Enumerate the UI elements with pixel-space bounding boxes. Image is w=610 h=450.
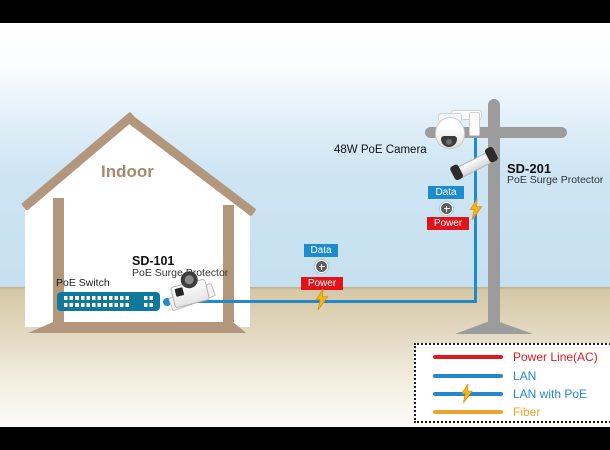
data-badge: Data [304,244,338,257]
lan-line-sample [433,373,503,378]
pole-crossbar [425,127,567,138]
sd101-description: PoE Surge Protector [132,267,229,279]
sd101-model-label: SD-101 [132,254,175,268]
power-badge: Power [301,277,343,290]
letterbox-top [0,0,610,23]
legend: Power Line(AC) LAN LAN with PoE Fiber [414,343,610,423]
power-line-sample [433,355,503,360]
sd201-description: PoE Surge Protector [507,174,604,186]
legend-label: Power Line(AC) [513,350,598,365]
legend-label: LAN [513,368,537,383]
legend-item-fiber: Fiber [433,403,610,421]
legend-label: LAN with PoE [513,386,588,401]
indoor-label: Indoor [101,162,154,181]
legend-item-lan: LAN [433,366,610,384]
poe-switch-device [57,292,160,311]
camera-bracket [469,112,480,136]
house-base [28,322,246,333]
sd201-model-label: SD-201 [507,161,552,176]
fiber-line-sample [433,410,503,415]
lightning-bolt-icon [315,289,329,310]
data-badge: Data [428,186,464,199]
lightning-bolt-icon [469,199,483,220]
legend-label: Fiber [513,405,541,420]
lightning-bolt-icon [461,383,473,403]
letterbox-bottom [0,427,610,450]
camera-label: 48W PoE Camera [334,144,427,156]
lan-poe-cable-vertical [474,134,477,303]
switch-uplink-ports [144,292,153,307]
house-wall-left [53,198,64,322]
poe-switch-label: PoE Switch [56,277,110,289]
switch-port-row [64,296,130,300]
switch-port-row [64,302,130,307]
camera-lens-eye [446,139,452,145]
house-wall-right [223,205,234,322]
legend-item-power-line: Power Line(AC) [433,348,610,366]
legend-item-lan-poe: LAN with PoE [433,383,610,403]
power-badge: Power [427,217,469,230]
cable-endpoint-dot [163,298,171,306]
plus-icon [315,260,328,273]
plus-icon [440,202,453,215]
